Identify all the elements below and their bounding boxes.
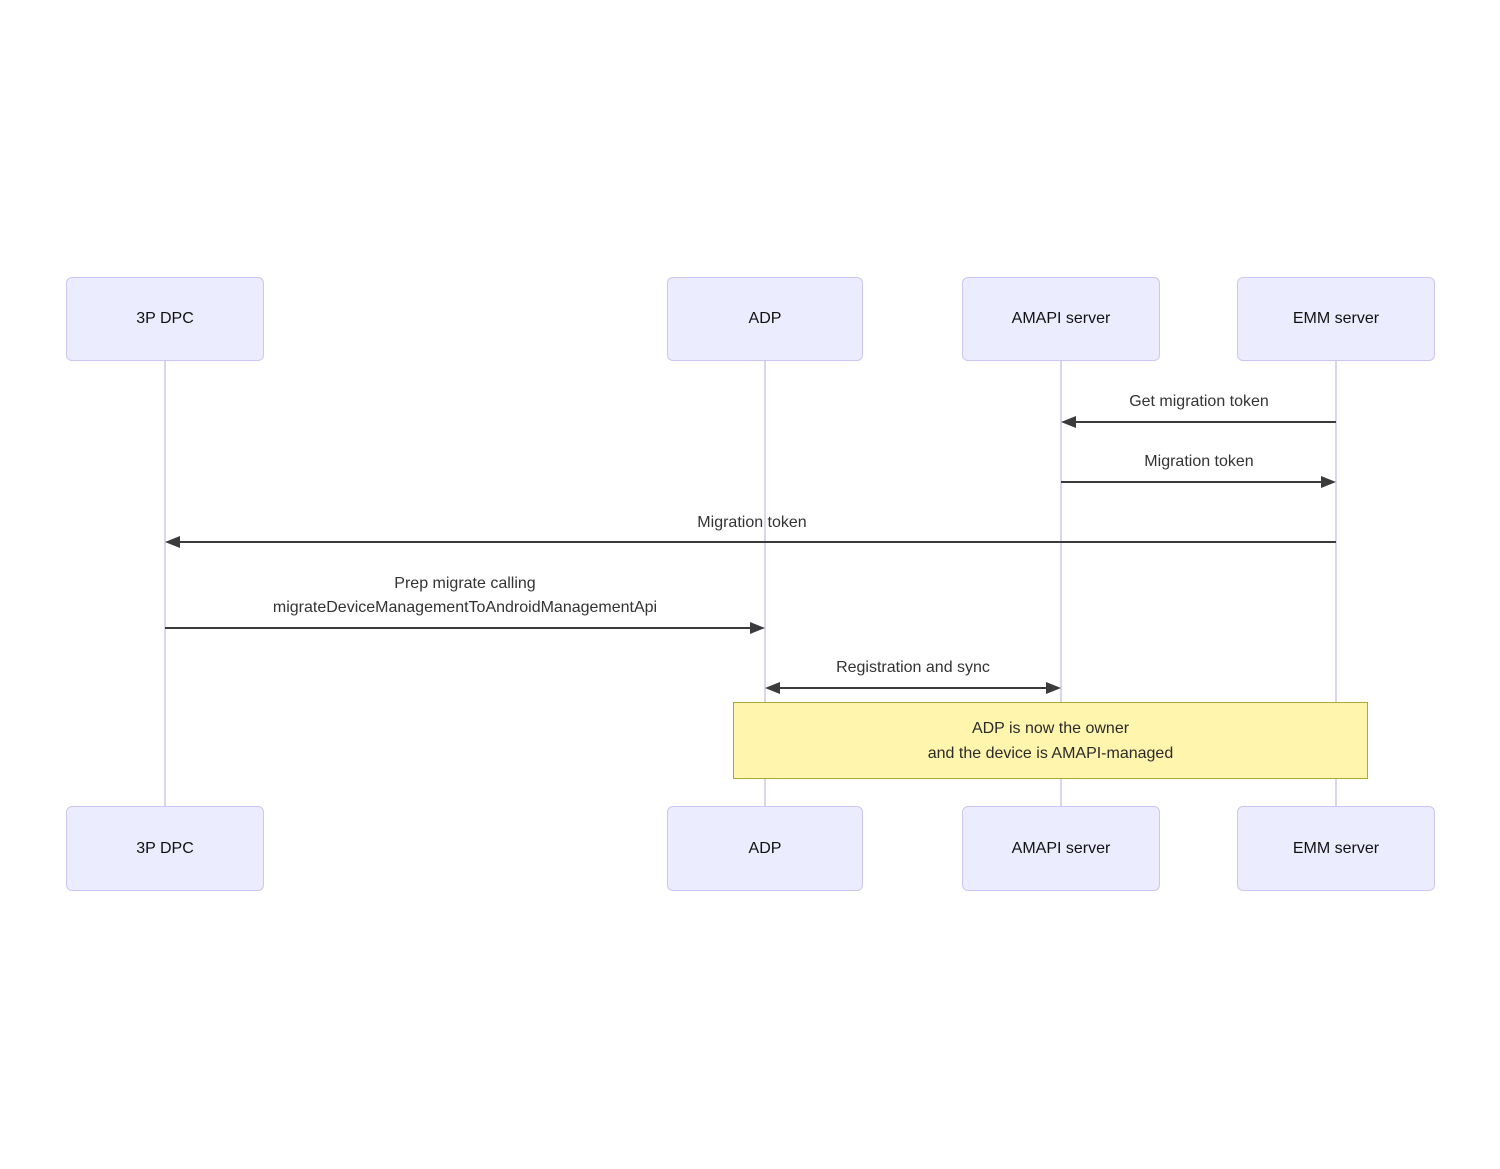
lifeline-amapi-server [1060, 361, 1062, 806]
arrowhead-left [765, 682, 780, 694]
message-label-migration-token-long: Migration token [697, 514, 807, 531]
actor-emm-server-top: EMM server [1237, 277, 1435, 361]
actor-label: EMM server [1292, 839, 1380, 857]
message-line [1074, 421, 1336, 423]
message-line [778, 687, 1048, 689]
message-label-migration-token: Migration token [1144, 453, 1254, 470]
lifeline-3p-dpc [164, 361, 166, 806]
note-line2: and the device is AMAPI-managed [927, 744, 1174, 762]
actor-adp-bottom: ADP [667, 806, 863, 891]
actor-amapi-server-top: AMAPI server [962, 277, 1160, 361]
arrowhead-right [1321, 476, 1336, 488]
actor-amapi-server-bottom: AMAPI server [962, 806, 1160, 891]
message-label-line1: Prep migrate calling [394, 575, 536, 592]
message-line [1061, 481, 1323, 483]
arrowhead-left [1061, 416, 1076, 428]
actor-emm-server-bottom: EMM server [1237, 806, 1435, 891]
actor-3p-dpc-bottom: 3P DPC [66, 806, 264, 891]
lifeline-emm-server [1335, 361, 1337, 806]
arrowhead-left [165, 536, 180, 548]
message-line [178, 541, 1336, 543]
arrowhead-right [750, 622, 765, 634]
actor-adp-top: ADP [667, 277, 863, 361]
actor-label: AMAPI server [1011, 310, 1111, 327]
arrowhead-right [1046, 682, 1061, 694]
lifeline-adp [764, 361, 766, 806]
actor-3p-dpc-top: 3P DPC [66, 277, 264, 361]
message-label-prep-migrate: Prep migrate calling migrateDeviceManage… [273, 572, 657, 620]
actor-label: 3P DPC [136, 310, 194, 327]
message-label-line2: migrateDeviceManagementToAndroidManageme… [272, 599, 658, 616]
note-adp-owner: ADP is now the owner and the device is A… [733, 702, 1368, 779]
actor-label: AMAPI server [1011, 839, 1111, 857]
message-label-get-migration-token: Get migration token [1129, 393, 1269, 410]
note-line1: ADP is now the owner [971, 719, 1130, 737]
message-line [165, 627, 751, 629]
actor-label: ADP [748, 839, 782, 857]
actor-label: ADP [748, 310, 782, 327]
actor-label: 3P DPC [136, 839, 194, 857]
actor-label: EMM server [1292, 310, 1380, 327]
message-label-registration-sync: Registration and sync [836, 659, 990, 676]
